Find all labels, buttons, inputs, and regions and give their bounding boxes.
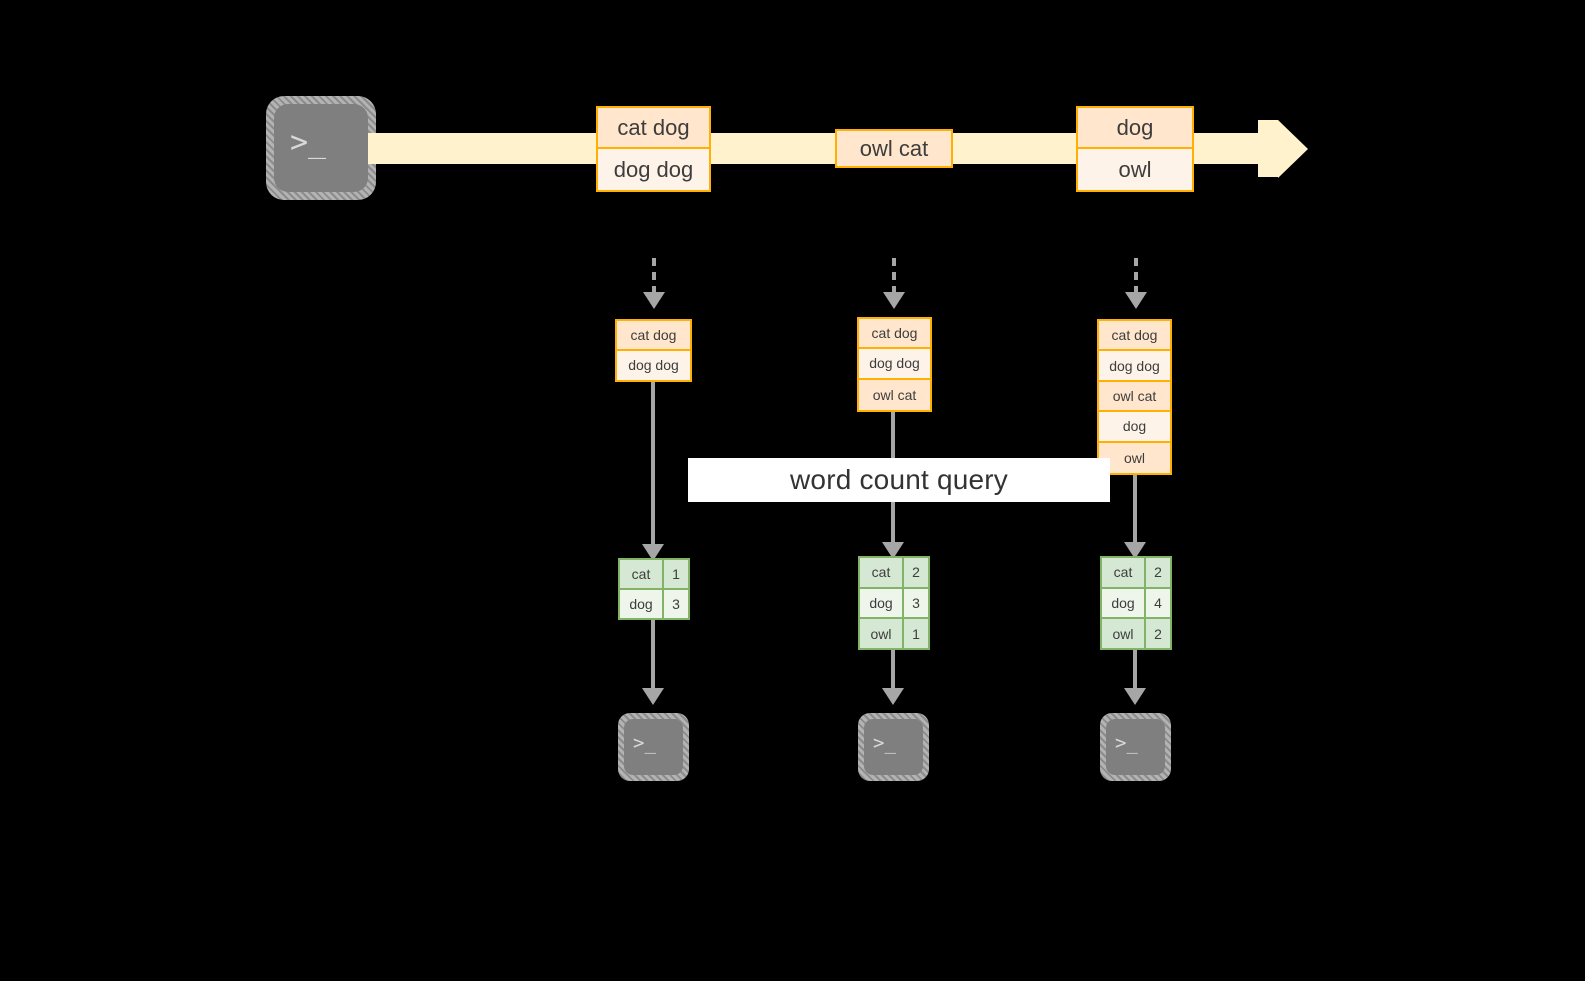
query-arrow-head xyxy=(642,544,664,561)
accumulated-record: owl cat xyxy=(1099,381,1170,413)
word-count-result-table: cat 2 dog 3 owl 1 xyxy=(858,556,930,650)
sink-arrow-shaft xyxy=(891,650,895,690)
table-row: dog 3 xyxy=(620,590,688,618)
query-arrow-shaft xyxy=(1133,475,1137,547)
count-cell: 3 xyxy=(904,588,928,618)
stream-record-group: cat dog dog dog xyxy=(596,106,711,192)
accumulated-record: cat dog xyxy=(617,321,690,351)
accumulated-records-table: cat dog dog dog owl cat xyxy=(857,317,932,412)
count-cell: 2 xyxy=(1146,558,1170,587)
stream-arrow-head-notch xyxy=(1258,120,1278,177)
word-cell: owl xyxy=(1102,619,1146,649)
snapshot-tap-arrow-head xyxy=(883,292,905,309)
table-row: dog 3 xyxy=(860,588,928,620)
terminal-screen xyxy=(274,104,368,192)
terminal-prompt-glyph: >_ xyxy=(290,125,327,160)
stream-record-group: dog owl xyxy=(1076,106,1194,192)
word-cell: dog xyxy=(1102,588,1146,618)
sink-arrow-shaft xyxy=(651,620,655,690)
block-arrow-right-icon xyxy=(1278,120,1308,178)
sink-terminal-icon: >_ xyxy=(1100,713,1171,781)
sink-arrow-shaft xyxy=(1133,650,1137,690)
table-row: owl 2 xyxy=(1102,619,1170,649)
terminal-screen xyxy=(864,719,923,775)
word-count-result-table: cat 2 dog 4 owl 2 xyxy=(1100,556,1172,650)
table-row: cat 2 xyxy=(860,558,928,589)
word-count-result-table: cat 1 dog 3 xyxy=(618,558,690,620)
query-arrow-head xyxy=(882,542,904,559)
stream-record: dog dog xyxy=(598,149,709,190)
source-terminal-icon: >_ xyxy=(266,96,376,200)
count-cell: 1 xyxy=(664,560,688,588)
count-cell: 2 xyxy=(904,558,928,587)
word-cell: cat xyxy=(620,560,664,588)
snapshot-tap-arrow-shaft xyxy=(892,258,896,294)
terminal-prompt-glyph: >_ xyxy=(873,732,896,754)
table-row: owl 1 xyxy=(860,619,928,649)
snapshot-tap-arrow-shaft xyxy=(1134,258,1138,294)
accumulated-record: dog dog xyxy=(859,349,930,380)
count-cell: 4 xyxy=(1146,588,1170,618)
count-cell: 1 xyxy=(904,619,928,649)
sink-terminal-icon: >_ xyxy=(858,713,929,781)
table-row: cat 2 xyxy=(1102,558,1170,589)
terminal-screen xyxy=(1106,719,1165,775)
stream-record: dog xyxy=(1078,108,1192,149)
sink-arrow-head xyxy=(882,688,904,705)
table-row: cat 1 xyxy=(620,560,688,590)
word-cell: dog xyxy=(860,588,904,618)
sink-terminal-icon: >_ xyxy=(618,713,689,781)
accumulated-records-table: cat dog dog dog owl cat dog owl xyxy=(1097,319,1172,475)
sink-arrow-head xyxy=(642,688,664,705)
word-cell: cat xyxy=(860,558,904,587)
count-cell: 3 xyxy=(664,590,688,618)
stream-record: owl xyxy=(1078,149,1192,190)
query-label-text: word count query xyxy=(790,464,1008,495)
table-row: dog 4 xyxy=(1102,588,1170,620)
accumulated-records-table: cat dog dog dog xyxy=(615,319,692,382)
snapshot-tap-arrow-shaft xyxy=(652,258,656,294)
count-cell: 2 xyxy=(1146,619,1170,649)
accumulated-record: dog dog xyxy=(617,350,690,380)
accumulated-record: owl xyxy=(1099,442,1170,473)
stream-record: cat dog xyxy=(598,108,709,149)
word-cell: cat xyxy=(1102,558,1146,587)
terminal-prompt-glyph: >_ xyxy=(633,732,656,754)
accumulated-record: owl cat xyxy=(859,379,930,410)
accumulated-record: dog dog xyxy=(1099,351,1170,382)
snapshot-tap-arrow-head xyxy=(643,292,665,309)
accumulated-record: cat dog xyxy=(1099,321,1170,352)
stream-record: owl cat xyxy=(837,131,951,166)
query-arrow-head xyxy=(1124,542,1146,559)
snapshot-tap-arrow-head xyxy=(1125,292,1147,309)
terminal-prompt-glyph: >_ xyxy=(1115,732,1138,754)
query-arrow-shaft xyxy=(651,382,655,549)
query-label-band: word count query xyxy=(688,458,1110,502)
accumulated-record: dog xyxy=(1099,412,1170,443)
word-cell: owl xyxy=(860,619,904,649)
accumulated-record: cat dog xyxy=(859,319,930,350)
word-cell: dog xyxy=(620,590,664,618)
sink-arrow-head xyxy=(1124,688,1146,705)
stream-record-group: owl cat xyxy=(835,129,953,168)
terminal-screen xyxy=(624,719,683,775)
